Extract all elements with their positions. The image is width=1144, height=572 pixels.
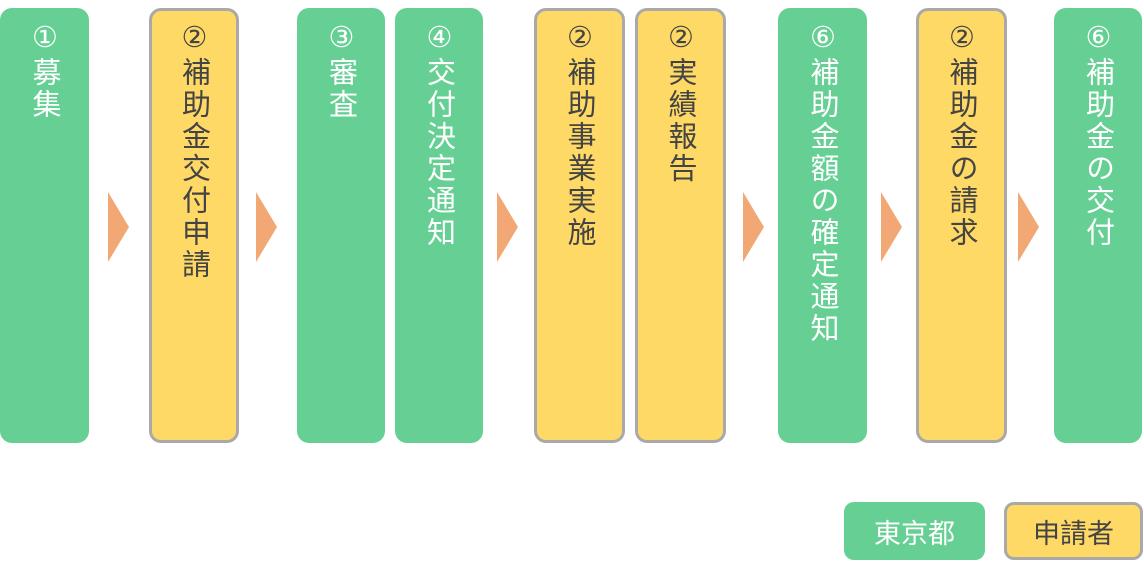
step-project-execution: ②補助事業実施 (534, 8, 625, 443)
step-label: ②補助金交付申請 (177, 20, 212, 281)
step-performance-report: ②実績報告 (635, 8, 726, 443)
step-label: ⑥補助金の交付 (1081, 20, 1116, 249)
step-label: ⑥補助金額の確定通知 (806, 20, 840, 345)
step-amount-confirmation: ⑥補助金額の確定通知 (778, 8, 867, 443)
legend-applicant: 申請者 (1004, 502, 1143, 560)
legend-tokyo: 東京都 (844, 502, 985, 560)
step-label: ④交付決定通知 (422, 20, 457, 249)
arrow-icon (881, 192, 902, 262)
step-label: ②実績報告 (664, 20, 698, 185)
step-grant-payment: ⑥補助金の交付 (1054, 8, 1142, 443)
arrow-icon (743, 192, 764, 262)
arrow-icon (256, 192, 277, 262)
step-grant-application: ②補助金交付申請 (149, 8, 239, 443)
step-label: ②補助金の請求 (945, 20, 979, 249)
step-label: ①募集 (28, 20, 62, 121)
step-label: ③審査 (324, 20, 359, 121)
step-recruitment: ①募集 (0, 8, 89, 443)
arrow-icon (497, 192, 518, 262)
arrow-icon (1018, 192, 1039, 262)
arrow-icon (108, 192, 129, 262)
step-grant-decision-notice: ④交付決定通知 (395, 8, 483, 443)
step-review: ③審査 (297, 8, 385, 443)
step-label: ②補助事業実施 (563, 20, 597, 249)
step-grant-claim: ②補助金の請求 (916, 8, 1007, 443)
